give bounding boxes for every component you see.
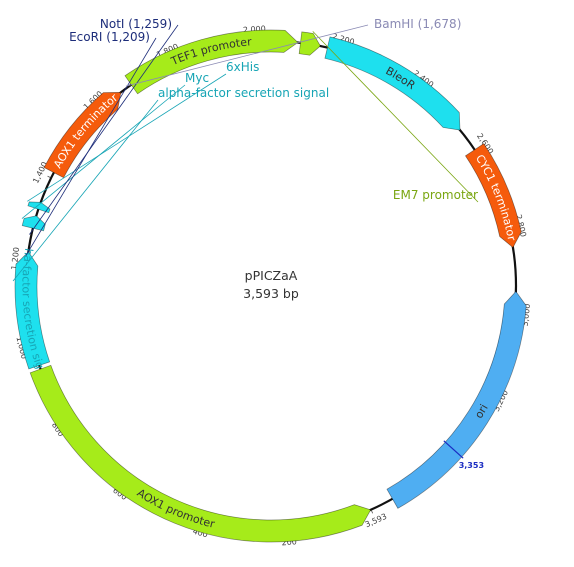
feature-myc[interactable] bbox=[21, 215, 46, 232]
feature-arc[interactable] bbox=[324, 36, 461, 131]
feature-callout-em7[interactable]: EM7 promoter bbox=[312, 31, 479, 203]
plasmid-name: pPICZaA bbox=[245, 268, 298, 283]
feature-arc[interactable] bbox=[29, 364, 372, 543]
callout-label: Myc bbox=[185, 71, 209, 85]
site-label: NotI (1,259) bbox=[100, 17, 172, 31]
site-bamhi[interactable]: BamHI (1,678) bbox=[125, 17, 461, 87]
feature-arc[interactable] bbox=[21, 215, 46, 232]
feature-callout-myc[interactable]: Myc bbox=[21, 71, 209, 219]
feature-label: ori bbox=[472, 402, 490, 421]
feature-em7-promoter[interactable] bbox=[298, 31, 321, 56]
tick-label: 3,000 bbox=[521, 303, 533, 327]
feature-alpha-factor-secretion-signal[interactable]: alpha-factor secretion signal bbox=[0, 0, 51, 371]
site-callout-line bbox=[125, 24, 369, 87]
site-noti[interactable]: NotI (1,259) bbox=[29, 17, 179, 235]
site-label: BamHI (1,678) bbox=[374, 17, 461, 31]
feature-arc[interactable] bbox=[43, 91, 122, 179]
plasmid-size: 3,593 bp bbox=[243, 286, 299, 301]
callout-label: EM7 promoter bbox=[393, 188, 478, 202]
feature-callout-6xhis[interactable]: 6xHis bbox=[27, 60, 259, 202]
callout-label: 6xHis bbox=[226, 60, 259, 74]
callout-line bbox=[12, 99, 159, 282]
callout-line bbox=[27, 73, 227, 202]
tick-mark bbox=[47, 175, 51, 178]
callout-line bbox=[312, 31, 479, 203]
tick-label: 1,200 bbox=[10, 247, 21, 271]
marker-line bbox=[443, 440, 464, 459]
feature-arc[interactable] bbox=[464, 143, 522, 249]
feature-tef1-promoter[interactable]: TEF1 promoter bbox=[124, 29, 299, 95]
callout-line bbox=[21, 84, 186, 219]
marker-label: 3,353 bbox=[459, 461, 484, 470]
site-callout-line bbox=[25, 37, 157, 256]
callout-label: alpha-factor secretion signal bbox=[158, 86, 329, 100]
feature-arc[interactable] bbox=[124, 29, 299, 95]
feature-arc[interactable] bbox=[14, 251, 51, 370]
feature-label: alpha-factor secretion signal bbox=[0, 0, 46, 371]
site-callout-line bbox=[29, 24, 179, 235]
tick-label: 200 bbox=[281, 537, 297, 547]
tick-mark bbox=[371, 510, 374, 514]
tick-label: 2,000 bbox=[243, 24, 266, 34]
feature-callout-alpha-factor[interactable]: alpha-factor secretion signal bbox=[12, 86, 329, 282]
feature-ori[interactable]: ori bbox=[386, 290, 527, 509]
feature-6xhis[interactable] bbox=[27, 201, 51, 214]
feature-aox1-promoter[interactable]: AOX1 promoter bbox=[29, 364, 372, 543]
site-label: EcoRI (1,209) bbox=[69, 30, 150, 44]
feature-arc[interactable] bbox=[386, 290, 527, 509]
position-marker[interactable]: 3,353 bbox=[443, 440, 484, 470]
feature-arc[interactable] bbox=[298, 31, 321, 56]
feature-arc[interactable] bbox=[27, 201, 51, 214]
site-ecori[interactable]: EcoRI (1,209) bbox=[25, 30, 157, 256]
feature-bleor[interactable]: BleoR bbox=[324, 36, 461, 131]
